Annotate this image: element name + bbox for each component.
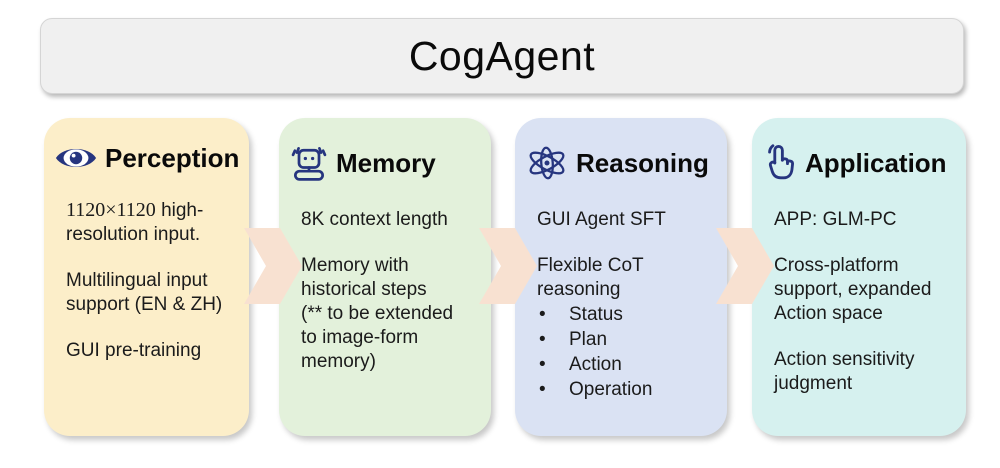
card-paragraph: Action sensitivity judgment: [774, 348, 954, 396]
text-segment: high-: [155, 200, 204, 221]
card-paragraph: GUI pre-training: [66, 339, 237, 363]
chevron-arrow-icon: [716, 228, 774, 304]
card-application-body: APP: GLM-PC Cross-platform support, expand…: [774, 208, 954, 396]
text-line: Cross-platform: [774, 255, 899, 276]
card-paragraph: APP: GLM-PC: [774, 208, 954, 232]
text-line: historical steps: [301, 279, 427, 300]
text-segment: 1120×1120: [66, 199, 156, 221]
text-line: Flexible CoT: [537, 255, 644, 276]
card-perception-title-row: Perception: [54, 142, 240, 174]
card-paragraph: • Status • Plan • Action • Operation: [537, 302, 715, 402]
text-line: Action sensitivity: [774, 349, 915, 370]
bullet-item: • Action: [537, 352, 715, 377]
card-title: Memory: [336, 147, 436, 178]
chevron-arrow-icon: [479, 228, 537, 304]
text-line: to image-form: [301, 327, 419, 348]
card-perception-body: 1120×1120 high-resolution input. Multilin…: [66, 198, 237, 363]
eye-icon: [55, 149, 97, 167]
bullet-label: Operation: [569, 379, 653, 400]
bullet-icon: •: [539, 379, 546, 400]
text-line: 8K context length: [301, 209, 448, 230]
chevron-arrow-icon: [244, 228, 302, 304]
bullet-item: • Status: [537, 302, 715, 327]
bullet-label: Action: [569, 354, 622, 375]
text-line: support (EN & ZH): [66, 294, 223, 315]
card-application-title-row: Application: [762, 142, 954, 184]
tap-hand-icon: [768, 144, 795, 180]
card-paragraph: 1120×1120 high-resolution input.: [66, 198, 237, 247]
card-reasoning-title-row: Reasoning: [525, 142, 715, 184]
card-title: Application: [805, 147, 947, 178]
card-paragraph: Multilingual input support (EN & ZH): [66, 269, 237, 317]
text-line: GUI pre-training: [66, 340, 202, 361]
text-line: Memory with: [301, 255, 409, 276]
text-line: GUI Agent SFT: [537, 209, 666, 230]
page-title: CogAgent: [408, 32, 596, 79]
card-perception: Perception 1120×1120 high-resolution inp…: [44, 118, 249, 436]
text-line: 1120×1120 high-: [66, 198, 237, 223]
text-line: reasoning: [537, 279, 621, 300]
text-line: Action space: [774, 303, 883, 324]
card-paragraph: 8K context length: [301, 208, 479, 232]
card-reasoning: Reasoning GUI Agent SFT Flexible CoT reaso…: [515, 118, 727, 436]
bullet-item: • Plan: [537, 327, 715, 352]
text-line: (** to be extended: [301, 303, 454, 324]
text-line: support, expanded: [774, 279, 932, 300]
bullet-label: Status: [569, 304, 623, 325]
text-line: Multilingual input: [66, 270, 208, 291]
card-title: Reasoning: [576, 147, 709, 178]
bullet-icon: •: [539, 304, 546, 325]
text-line: judgment: [774, 373, 853, 394]
card-reasoning-body: GUI Agent SFT Flexible CoT reasoning • Statu…: [537, 208, 715, 402]
card-application: Application APP: GLM-PC Cross-platform sup…: [752, 118, 966, 436]
card-paragraph: GUI Agent SFT: [537, 208, 715, 232]
header-bar: CogAgent: [40, 18, 964, 94]
atom-icon: [529, 146, 565, 180]
bullet-label: Plan: [569, 329, 608, 350]
bullet-icon: •: [539, 354, 546, 375]
text-line: memory): [301, 351, 376, 372]
card-title: Perception: [105, 142, 240, 173]
robot-icon: [291, 147, 327, 181]
text-line: resolution input.: [66, 224, 201, 245]
bullet-icon: •: [539, 329, 546, 350]
bullet-item: • Operation: [537, 377, 715, 402]
text-line: APP: GLM-PC: [774, 209, 897, 230]
card-memory-title-row: Memory: [289, 142, 479, 184]
card-paragraph: Flexible CoT reasoning: [537, 254, 715, 302]
card-paragraph: Memory with historical steps (** to be ext…: [301, 254, 479, 374]
